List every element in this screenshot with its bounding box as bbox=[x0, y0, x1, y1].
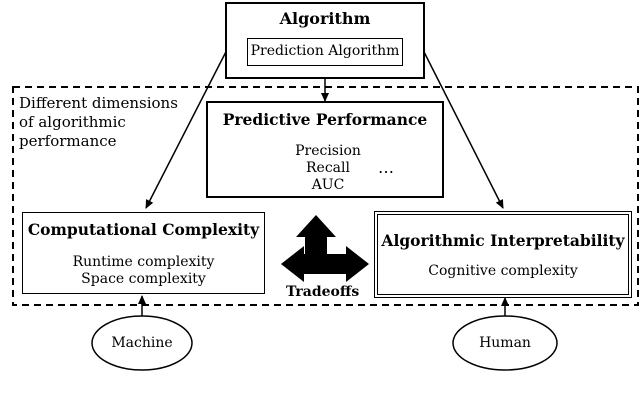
computational-complexity-box: Computational Complexity Runtime complex… bbox=[22, 212, 265, 294]
predictive-performance-box: Predictive Performance Precision Recall … bbox=[206, 101, 444, 198]
algorithm-title: Algorithm bbox=[279, 9, 371, 28]
cognitive-complexity: Cognitive complexity bbox=[428, 263, 578, 279]
computational-items: Runtime complexity Space complexity bbox=[23, 254, 264, 288]
tradeoffs-label: Tradeoffs bbox=[286, 284, 360, 300]
prediction-algorithm-box: Prediction Algorithm bbox=[247, 38, 403, 66]
machine-label: Machine bbox=[111, 335, 173, 351]
computational-complexity-title: Computational Complexity bbox=[27, 220, 260, 239]
interpretability-title: Algorithmic Interpretability bbox=[381, 231, 625, 250]
interpretability-items: Cognitive complexity bbox=[378, 263, 628, 279]
tradeoff-arrow-icon bbox=[281, 215, 369, 282]
machine-ellipse bbox=[91, 315, 193, 371]
human-ellipse bbox=[452, 315, 558, 371]
metric-recall: Recall bbox=[306, 160, 350, 176]
dimensions-label-line-2: of algorithmic bbox=[19, 113, 126, 131]
prediction-algorithm-label: Prediction Algorithm bbox=[250, 43, 400, 59]
predictive-performance-title: Predictive Performance bbox=[222, 110, 428, 129]
metrics-ellipsis: … bbox=[378, 158, 394, 177]
metric-auc: AUC bbox=[311, 177, 345, 193]
runtime-complexity: Runtime complexity bbox=[72, 254, 215, 270]
dimensions-label: Different dimensions of algorithmic perf… bbox=[19, 94, 178, 151]
arrow-to-computational bbox=[145, 39, 233, 209]
interpretability-box: Algorithmic Interpretability Cognitive c… bbox=[374, 211, 632, 298]
dimensions-label-line-3: performance bbox=[19, 132, 117, 150]
human-label: Human bbox=[479, 335, 531, 351]
arrow-to-interpretability bbox=[417, 39, 504, 209]
predictive-metrics: Precision Recall AUC bbox=[268, 143, 388, 194]
dimensions-label-line-1: Different dimensions bbox=[19, 94, 178, 112]
space-complexity: Space complexity bbox=[81, 271, 206, 287]
metric-precision: Precision bbox=[295, 143, 361, 159]
algorithm-box: Algorithm Prediction Algorithm bbox=[225, 2, 425, 79]
